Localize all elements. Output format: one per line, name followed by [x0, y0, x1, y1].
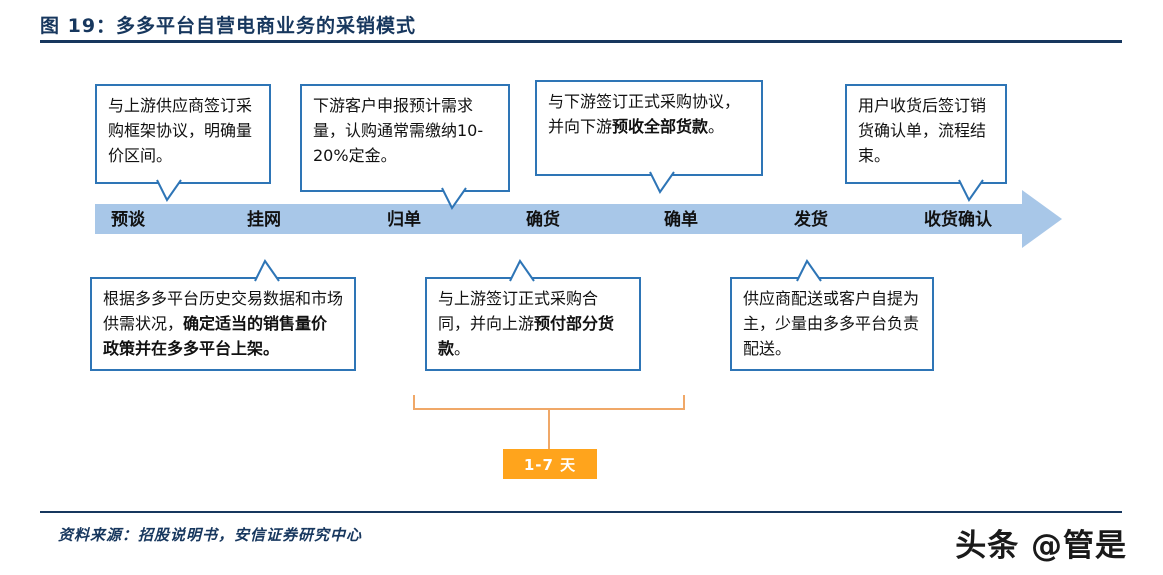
callout-text: 。 [708, 116, 725, 136]
callout-tail-down [441, 187, 467, 210]
callout-top-formal-purchase-agreement: 与下游签订正式采购协议，并向下游预收全部货款。 [535, 80, 763, 194]
timeline-stage-label: 发货 [794, 210, 828, 230]
callout-tail-up [509, 259, 535, 282]
source-note: 资料来源：招股说明书，安信证券研究中心 [58, 526, 363, 544]
callout-bottom-listing-policy: 根据多多平台历史交易数据和市场供需状况，确定适当的销售量价政策并在多多平台上架。 [90, 259, 356, 372]
callout-tail-down [958, 179, 984, 202]
callout-tail-up [254, 259, 280, 282]
callout-text-bold: 预收全部货款 [612, 116, 709, 136]
callout-top-framework-agreement: 与上游供应商签订采购框架协议，明确量价区间。 [95, 84, 271, 202]
callout-text: 与上游供应商签订采购框架协议，明确量价区间。 [108, 96, 253, 165]
callout-top-demand-declaration: 下游客户申报预计需求量，认购通常需缴纳10-20%定金。 [300, 84, 510, 210]
callout-text: 根据多多平台历史交易数据和市场供需状况， [103, 289, 344, 333]
timeline-stage-label: 确货 [526, 210, 560, 230]
callout-text: 与上游签订正式采购合同，并向上游 [438, 289, 599, 333]
callout-text: 用户收货后签订销货确认单，流程结束。 [858, 96, 987, 165]
source-divider [40, 511, 1122, 513]
timeline-stage-label: 确单 [664, 210, 698, 230]
callout-text: 与下游签订正式采购协议，并向下游 [548, 92, 741, 136]
timeline-stage-label: 预谈 [111, 210, 145, 230]
callout-bottom-delivery: 供应商配送或客户自提为主，少量由多多平台负责配送。 [730, 259, 934, 372]
bracket-stem [548, 408, 550, 450]
timeline-stage-label: 挂网 [247, 210, 281, 230]
callout-text: 。 [454, 338, 471, 358]
timeline-stage-label: 收货确认 [924, 210, 992, 230]
timeline-stage-label: 归单 [387, 210, 421, 230]
callout-tail-down [649, 171, 675, 194]
callout-tail-down [156, 179, 182, 202]
watermark-text: 头条 @管是 [955, 528, 1127, 564]
callout-text-bold: 确定适当的销售量价政策并在多多平台上架。 [103, 313, 328, 358]
duration-badge: 1-7 天 [503, 449, 597, 479]
bracket-tick-right [683, 395, 685, 410]
title-underline [40, 40, 1122, 43]
callout-text: 供应商配送或客户自提为主，少量由多多平台负责配送。 [743, 289, 920, 358]
callout-top-receipt-confirmation: 用户收货后签订销货确认单，流程结束。 [845, 84, 1007, 202]
callout-text: 下游客户申报预计需求量，认购通常需缴纳10-20%定金。 [313, 96, 484, 165]
callout-text-bold: 预付部分货款 [438, 313, 615, 358]
timeline-arrow-head [1022, 190, 1062, 248]
figure-title: 图 19：多多平台自营电商业务的采销模式 [40, 15, 417, 37]
callout-bottom-upstream-contract: 与上游签订正式采购合同，并向上游预付部分货款。 [425, 259, 641, 372]
callout-tail-up [796, 259, 822, 282]
timeline-arrow-body [95, 204, 1023, 234]
bracket-tick-left [413, 395, 415, 410]
